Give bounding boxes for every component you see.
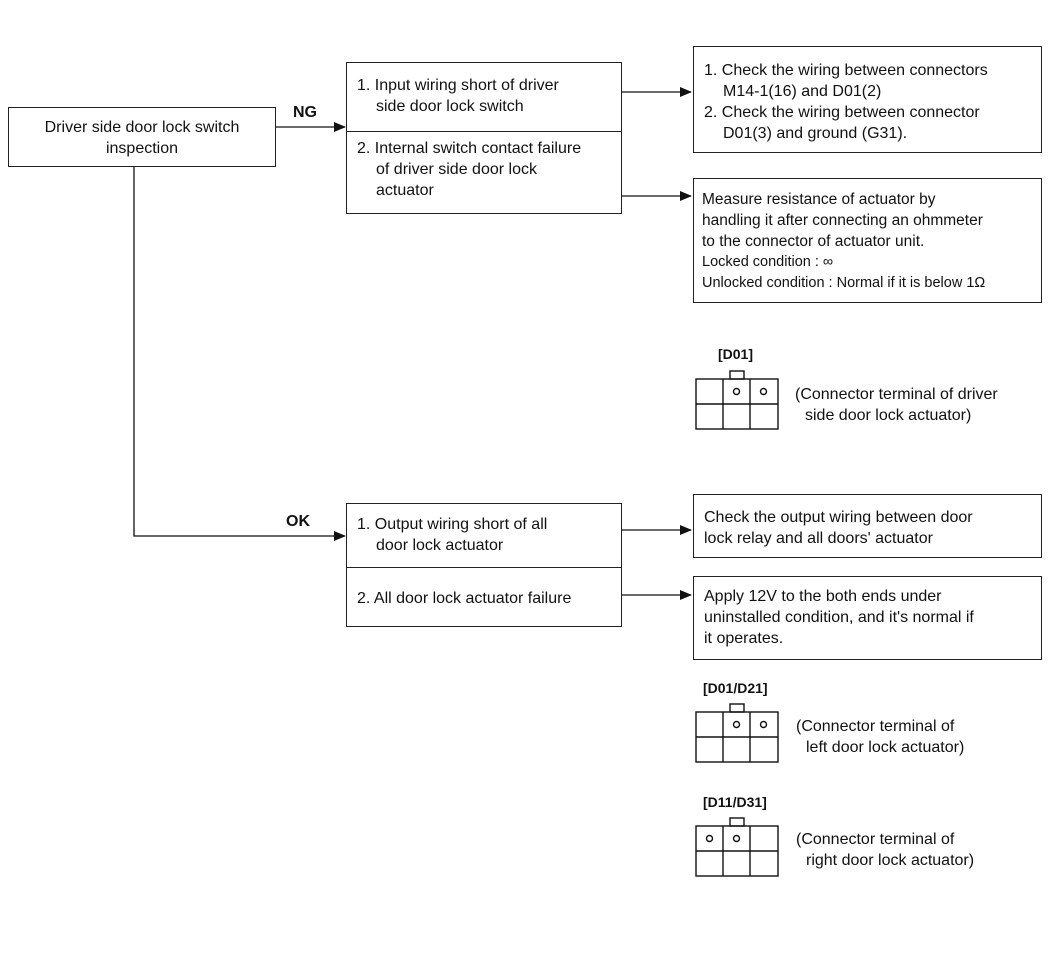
start-line-2: inspection <box>105 140 179 157</box>
connector-pin-3 <box>759 387 768 396</box>
connector-2-desc-line-2: left door lock actuator) <box>806 739 965 756</box>
ok-cause-1-line-2: door lock actuator <box>376 537 504 554</box>
connector-2-diagram <box>695 703 779 763</box>
connector-1-desc: (Connector terminal of driver side door … <box>795 384 998 426</box>
connector-pin-2 <box>732 387 741 396</box>
connector-1-desc-line-2: side door lock actuator) <box>805 407 972 424</box>
ok-result-2-line-3: it operates. <box>704 630 784 647</box>
ng-cause-2-line-3: actuator <box>376 182 434 199</box>
ok-result-1-line-1: Check the output wiring between door <box>704 509 973 526</box>
ng-label: NG <box>293 104 317 121</box>
connector-3-desc-line-2: right door lock actuator) <box>806 852 975 869</box>
ng-result-1-line-4: D01(3) and ground (G31). <box>723 125 908 142</box>
connector-latch <box>729 370 745 380</box>
ok-cause-1-line-1: 1. Output wiring short of all <box>357 516 548 533</box>
ng-result-2-line-1: Measure resistance of actuator by <box>702 191 936 208</box>
ok-result-2-box: Apply 12V to the both ends under uninsta… <box>693 576 1042 660</box>
connector-pin-2 <box>732 720 741 729</box>
start-line-1: Driver side door lock switch <box>44 119 240 136</box>
ng-result-1-line-2: M14-1(16) and D01(2) <box>723 83 882 100</box>
ng-result-1-line-3: 2. Check the wiring between connector <box>704 104 980 121</box>
connector-3-id: [D11/D31] <box>703 794 767 810</box>
ng-result-2-box: Measure resistance of actuator by handli… <box>693 178 1042 303</box>
ng-result-2-line-5: Unlocked condition : Normal if it is bel… <box>702 275 986 291</box>
connector-2-id: [D01/D21] <box>703 680 768 696</box>
connector-3-desc-line-1: (Connector terminal of <box>796 831 955 848</box>
ng-result-1-box: 1. Check the wiring between connectors M… <box>693 46 1042 153</box>
connector-latch <box>729 817 745 827</box>
ng-cause-2: 2. Internal switch contact failure of dr… <box>347 131 621 201</box>
ng-cause-2-line-1: 2. Internal switch contact failure <box>357 140 582 157</box>
ng-cause-1-line-2: side door lock switch <box>376 98 524 115</box>
connector-pin-2 <box>732 834 741 843</box>
ng-result-2-line-4: Locked condition : ∞ <box>702 254 834 270</box>
ng-result-1-line-1: 1. Check the wiring between connectors <box>704 62 988 79</box>
ok-label: OK <box>286 513 310 530</box>
ok-result-1-line-2: lock relay and all doors' actuator <box>704 530 933 547</box>
ng-cause-1-line-1: 1. Input wiring short of driver <box>357 77 559 94</box>
ok-result-1-box: Check the output wiring between door loc… <box>693 494 1042 558</box>
ng-result-2-line-2: handling it after connecting an ohmmeter <box>702 212 983 229</box>
connector-pin-1 <box>705 834 714 843</box>
ok-result-2-line-1: Apply 12V to the both ends under <box>704 588 942 605</box>
connector-2-desc: (Connector terminal of left door lock ac… <box>796 716 964 758</box>
start-box: Driver side door lock switch inspection <box>8 107 276 167</box>
start-to-ok-line <box>133 167 346 541</box>
ok-cause-1: 1. Output wiring short of all door lock … <box>347 504 621 567</box>
ok-cause-2-line-1: 2. All door lock actuator failure <box>357 590 572 607</box>
connector-3-diagram <box>695 817 779 877</box>
connector-latch <box>729 703 745 713</box>
ok-cause-2: 2. All door lock actuator failure <box>347 567 621 609</box>
connector-3-desc: (Connector terminal of right door lock a… <box>796 829 974 871</box>
ng-causes-box: 1. Input wiring short of driver side doo… <box>346 62 622 214</box>
ng-result-2-line-3: to the connector of actuator unit. <box>702 233 925 250</box>
connector-1-desc-line-1: (Connector terminal of driver <box>795 386 998 403</box>
ok-result-2-line-2: uninstalled condition, and it's normal i… <box>704 609 974 626</box>
ng-cause-1: 1. Input wiring short of driver side doo… <box>347 63 621 131</box>
connector-pin-3 <box>759 720 768 729</box>
connector-2-desc-line-1: (Connector terminal of <box>796 718 955 735</box>
ok-causes-box: 1. Output wiring short of all door lock … <box>346 503 622 627</box>
connector-1-diagram <box>695 370 779 430</box>
connector-1-id: [D01] <box>718 346 754 362</box>
ng-cause-2-line-2: of driver side door lock <box>376 161 537 178</box>
